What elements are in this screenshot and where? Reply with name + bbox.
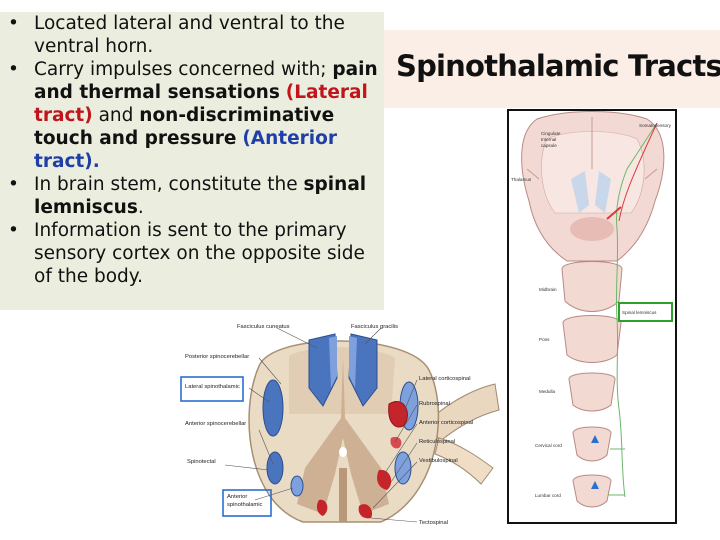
bullet-cortex: Information is sent to the primary senso… — [6, 219, 384, 288]
bullet-location: Located lateral and ventral to the ventr… — [6, 12, 384, 58]
label-capsule: capsule — [541, 143, 557, 148]
label-rubrospinal: Rubrospinal — [419, 401, 450, 407]
spinal-cord-diagram: Fasciculus cuneatus Fasciculus gracilis … — [177, 318, 507, 528]
midbrain-section — [562, 262, 622, 312]
label-fasciculus-cuneatus: Fasciculus cuneatus — [237, 324, 290, 330]
label-lumbar-cord: Lumbar cord — [535, 493, 561, 498]
bullet-list: Located lateral and ventral to the ventr… — [6, 12, 384, 288]
label-midbrain: Midbrain — [539, 287, 557, 292]
label-fasciculus-gracilis: Fasciculus gracilis — [351, 324, 398, 330]
pathway-figure: Cingulate Somatosensory Internal capsule… — [507, 109, 677, 524]
label-lateral-corticospinal: Lateral corticospinal — [419, 376, 471, 382]
label-medulla: Medulla — [539, 389, 556, 394]
label-anterior-corticospinal: Anterior corticospinal — [419, 420, 473, 426]
label-tectospinal: Tectospinal — [419, 520, 448, 526]
spinal-cord-figure: Fasciculus cuneatus Fasciculus gracilis … — [177, 318, 507, 528]
label-anterior-spinothalamic-line2: spinothalamic — [227, 502, 263, 508]
label-anterior-spinocerebellar: Anterior spinocerebellar — [185, 421, 246, 427]
pons-section — [563, 316, 621, 363]
label-anterior-spinothalamic-line1: Anterior — [227, 494, 247, 500]
label-reticulospinal: Reticulospinal — [419, 439, 455, 445]
bullet-impulses: Carry impulses concerned with; pain and … — [6, 58, 384, 173]
label-internal: Internal — [541, 137, 556, 142]
cervical-cord-section — [573, 427, 611, 461]
brainstem-sections — [562, 262, 622, 508]
spinal-nerve-right — [432, 384, 499, 484]
label-vestibulospinal: Vestibulospinal — [419, 458, 458, 464]
medulla-section — [569, 373, 615, 411]
label-spinal-lemniscus: Spinal lemniscus — [622, 310, 657, 315]
label-lateral-spinothalamic: Lateral spinothalamic — [185, 384, 240, 390]
bullet-brain-stem: In brain stem, constitute the spinal lem… — [6, 173, 384, 219]
label-cervical-cord: Cervical cord — [535, 443, 562, 448]
label-thalamus: Thalamus — [511, 177, 532, 182]
label-pons: Pons — [539, 337, 550, 342]
lumbar-cord-section — [573, 475, 611, 507]
label-spinotectal: Spinotectal — [187, 459, 216, 465]
label-cingulate: Cingulate — [541, 131, 561, 136]
label-somatosensory: Somatosensory — [639, 123, 672, 128]
slide-title: Spinothalamic Tracts — [396, 49, 720, 83]
label-posterior-spinocerebellar: Posterior spinocerebellar — [185, 354, 249, 360]
pathway-diagram: Cingulate Somatosensory Internal capsule… — [507, 109, 677, 524]
